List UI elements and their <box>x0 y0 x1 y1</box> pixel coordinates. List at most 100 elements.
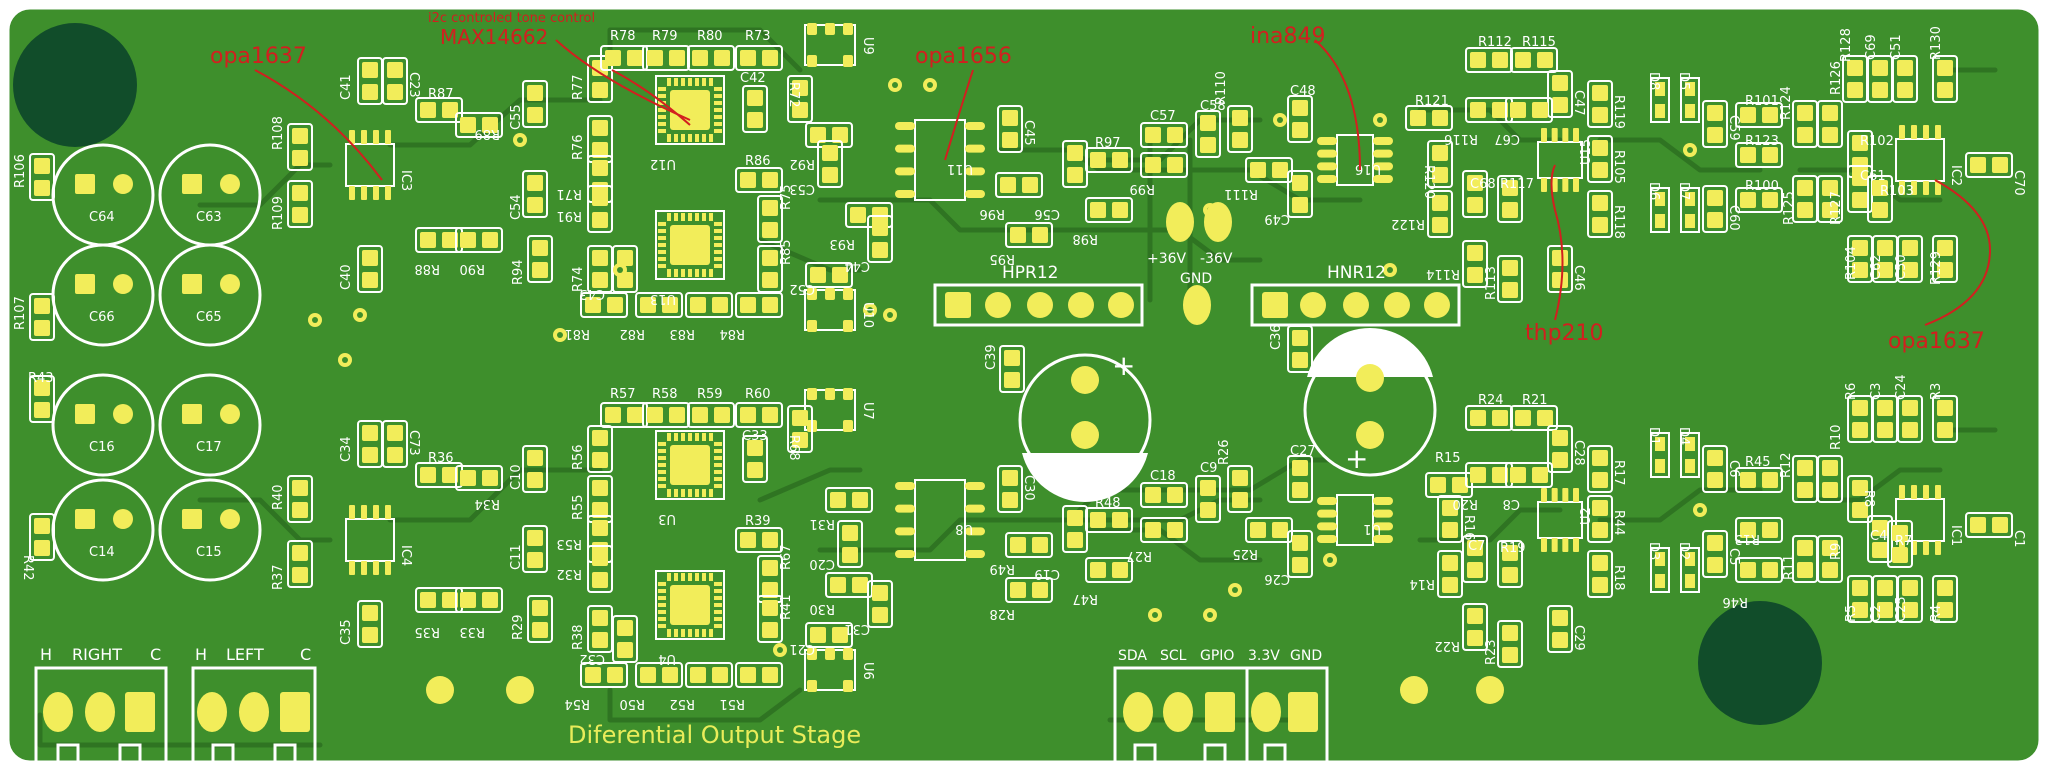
smd-r124 <box>1792 100 1818 148</box>
ref-label-r52: R52 <box>669 696 695 711</box>
smd-c20 <box>837 520 863 568</box>
connector-left: H LEFT C <box>191 645 317 765</box>
soic-packages <box>345 119 1945 575</box>
smd-r115 <box>1510 47 1558 73</box>
board-title: Diferential Output Stage <box>568 721 861 749</box>
smd-c35 <box>357 600 383 648</box>
ref-label-r78: R78 <box>610 29 636 44</box>
ref-label-c58: C58 <box>1200 99 1226 114</box>
ref-label-c34: C34 <box>339 436 354 462</box>
smd-r27 <box>1140 517 1188 543</box>
ref-label-u10: U10 <box>860 302 875 328</box>
ref-label-r82: R82 <box>619 326 645 341</box>
ref-label-c4: C4 <box>1870 529 1887 544</box>
ref-label-r96: R96 <box>979 206 1005 221</box>
ref-label-r9: R9 <box>1829 543 1844 560</box>
qfn-packages <box>655 75 725 640</box>
ref-label-d1: D1 <box>1646 427 1661 445</box>
smd-r22 <box>1462 603 1488 651</box>
ref-label-c18: C18 <box>1150 469 1176 484</box>
smd-c60 <box>1702 185 1728 233</box>
header-hpr12: HPR12 <box>933 263 1144 327</box>
smd-r32 <box>587 545 613 593</box>
smd-r120 <box>1427 140 1453 188</box>
smd-c50 <box>1897 235 1923 283</box>
annotation-opa1656: opa1656 <box>915 44 1012 69</box>
ref-label-u12: U12 <box>650 156 676 171</box>
mounting-hole-top-left <box>13 23 137 147</box>
smd-c28 <box>1547 425 1573 473</box>
ref-label-u16: U16 <box>1355 161 1381 176</box>
ref-label-r99: R99 <box>1129 181 1155 196</box>
capacitor-c16 <box>51 373 155 477</box>
ref-label-r130: R130 <box>1929 26 1944 60</box>
ref-label-c61: C61 <box>1860 169 1886 184</box>
ref-label-r5: R5 <box>1844 605 1859 622</box>
smd-r119 <box>1587 80 1613 128</box>
ref-label-c27: C27 <box>1290 444 1316 459</box>
package-u11 <box>895 119 985 201</box>
smd-c33 <box>742 435 768 483</box>
ref-label-d5: D5 <box>1676 72 1691 90</box>
ref-label-r118: R118 <box>1611 205 1626 239</box>
smd-r9 <box>1817 535 1843 583</box>
ref-label-r27: R27 <box>1126 548 1152 563</box>
ref-label-c24: C24 <box>1894 374 1909 400</box>
smd-r107 <box>29 293 55 341</box>
ref-label-u7: U7 <box>860 402 875 420</box>
ref-label-c26: C26 <box>1264 571 1290 586</box>
ref-label-c33: C33 <box>742 429 768 444</box>
ref-label-r59: R59 <box>697 387 723 402</box>
smd-c9 <box>1195 475 1221 523</box>
ref-label-u4: U4 <box>658 651 676 666</box>
ref-label-c32: C32 <box>579 651 605 666</box>
ref-label-r76: R76 <box>571 134 586 160</box>
ref-label-r10: R10 <box>1829 424 1844 450</box>
smd-r17 <box>1587 445 1613 493</box>
smd-r10 <box>1817 455 1843 503</box>
ref-label-c57: C57 <box>1150 109 1176 124</box>
smd-r23 <box>1497 620 1523 668</box>
ref-label-r35: R35 <box>414 624 440 639</box>
smd-c39 <box>999 345 1025 393</box>
ref-label-c31: C31 <box>844 621 870 636</box>
ref-label-r7: R7 <box>1895 534 1912 549</box>
smd-r29 <box>527 595 553 643</box>
ref-label-r17: R17 <box>1611 460 1626 486</box>
smd-c11 <box>522 525 548 573</box>
ref-label-c14: C14 <box>89 545 115 560</box>
ref-label-c28: C28 <box>1571 440 1586 466</box>
smd-r67 <box>757 555 783 603</box>
ref-label-c53: C53 <box>789 181 815 196</box>
ref-label-c46: C46 <box>1571 265 1586 291</box>
smd-c30 <box>997 465 1023 513</box>
connector-left-c: C <box>300 645 311 664</box>
ref-label-r33: R33 <box>459 624 485 639</box>
ref-label-r85: R85 <box>779 239 794 265</box>
smd-c52 <box>805 262 853 288</box>
smd-r121 <box>1405 105 1453 131</box>
ref-label-c35: C35 <box>339 619 354 645</box>
ref-label-r81: R81 <box>564 326 590 341</box>
ref-label-r36: R36 <box>428 451 454 466</box>
package-ic3 <box>345 130 395 200</box>
smd-r116 <box>1465 97 1513 123</box>
smd-c48 <box>1287 95 1313 143</box>
package-u2 <box>1537 488 1583 552</box>
smd-r96 <box>995 172 1043 198</box>
qfn-u13 <box>655 210 725 280</box>
smd-r98 <box>1085 197 1133 223</box>
smd-r24 <box>1465 405 1513 431</box>
header-hpr12-label: HPR12 <box>1002 263 1058 283</box>
smd-r34 <box>455 465 503 491</box>
ref-label-u15: U15 <box>1579 139 1594 165</box>
ref-label-r49: R49 <box>989 561 1015 576</box>
ref-label-r74: R74 <box>571 266 586 292</box>
smd-r97 <box>1085 147 1133 173</box>
ref-label-r53: R53 <box>556 536 582 551</box>
smd-c49 <box>1287 170 1313 218</box>
smd-r89 <box>455 112 503 138</box>
ref-label-c20: C20 <box>809 556 835 571</box>
svg-text:+: + <box>1112 349 1135 382</box>
smd-c56 <box>1062 140 1088 188</box>
